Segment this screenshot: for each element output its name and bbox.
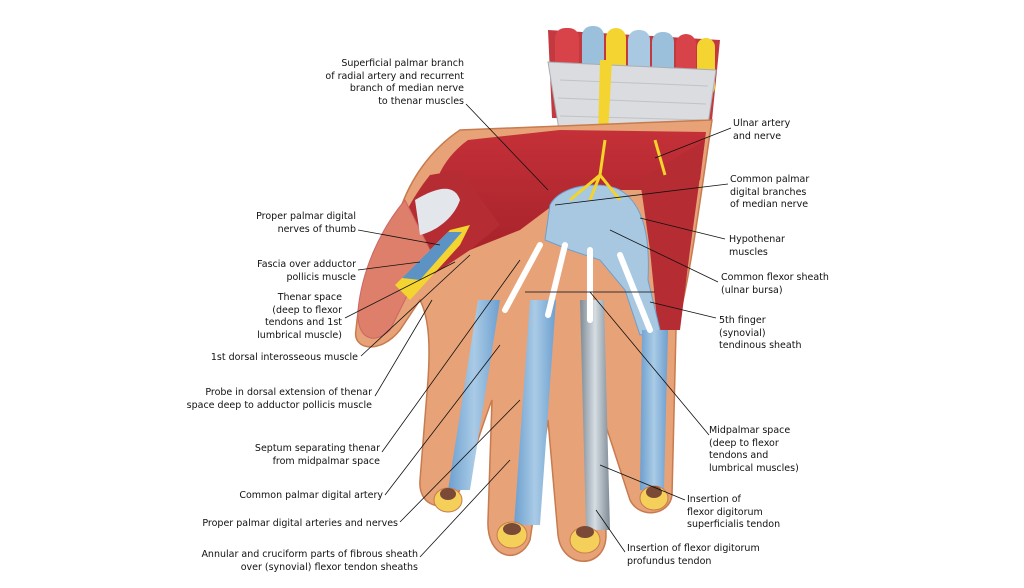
finger-sheaths [448, 300, 668, 530]
label-proper-palmar-digital-thumb: Proper palmar digital nerves of thumb [256, 211, 356, 235]
label-ulnar-artery: Ulnar artery and nerve [733, 118, 791, 142]
leader-lines [344, 103, 732, 558]
label-fascia-adductor: Fascia over adductor pollicis muscle [257, 259, 356, 283]
label-common-palmar-digital-artery: Common palmar digital artery [239, 490, 383, 501]
label-hypothenar: Hypothenar muscles [729, 234, 785, 258]
label-5th-finger-sheath: 5th finger (synovial) tendinous sheath [719, 315, 802, 351]
label-annular-cruciform: Annular and cruciform parts of fibrous s… [201, 549, 418, 573]
tendon-insertions [440, 486, 662, 538]
label-common-flexor-sheath: Common flexor sheath (ulnar bursa) [721, 272, 829, 296]
label-insertion-profundus: Insertion of flexor digitorum profundus … [627, 543, 760, 567]
label-proper-palmar-digital-arteries: Proper palmar digital arteries and nerve… [202, 518, 398, 529]
label-common-palmar-digital-branches: Common palmar digital branches of median… [730, 174, 810, 210]
label-insertion-superficialis: Insertion of flexor digitorum superficia… [687, 494, 781, 530]
label-septum: Septum separating thenar from midpalmar … [254, 443, 380, 467]
label-probe: Probe in dorsal extension of thenar spac… [186, 387, 372, 411]
median-nerve-branches [569, 139, 667, 202]
hypothenar-muscles [640, 140, 705, 330]
label-superficial-palmar-branch: Superficial palmar branch of radial arte… [325, 58, 464, 107]
label-midpalmar-space: Midpalmar space (deep to flexor tendons … [709, 425, 799, 474]
label-1st-dorsal-interosseous: 1st dorsal interosseous muscle [210, 352, 358, 363]
label-thenar-space: Thenar space (deep to flexor tendons and… [257, 292, 342, 341]
